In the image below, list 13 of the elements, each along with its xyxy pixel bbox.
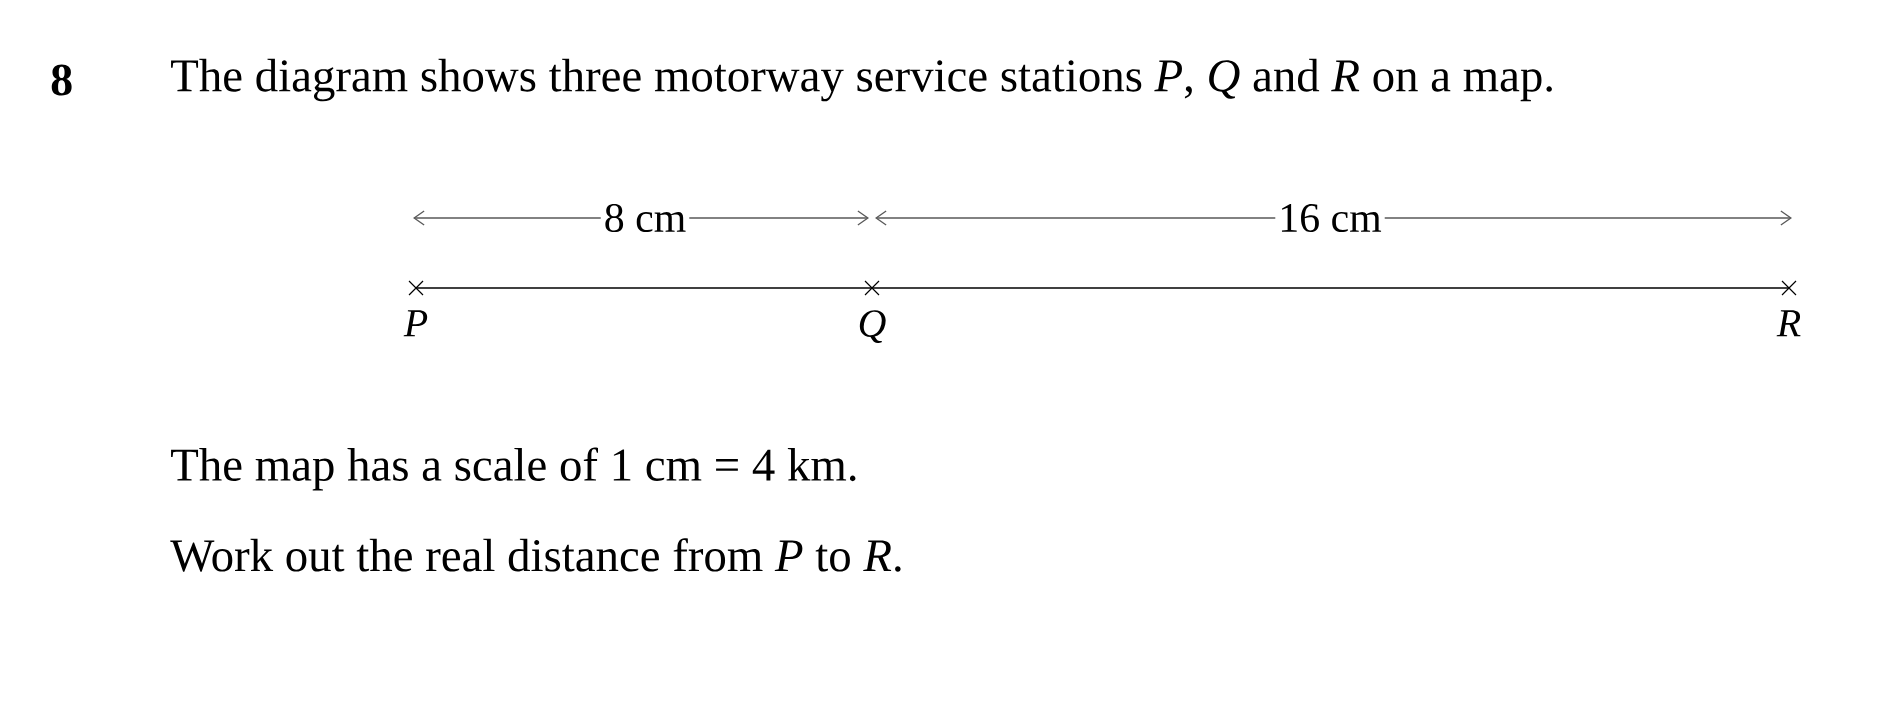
point-label: P bbox=[403, 310, 428, 337]
station-cross bbox=[408, 280, 424, 296]
point-label: R bbox=[1776, 310, 1801, 337]
question-text: The diagram shows three motorway service stations P, Q and R on a map. bbox=[171, 58, 1552, 102]
question-text: The map has a scale of 1 cm = 4 km. bbox=[171, 447, 856, 491]
dimension-label: 16 cm bbox=[1275, 200, 1385, 236]
dimension-label: 8 cm bbox=[600, 200, 690, 236]
question-number: 8 bbox=[51, 64, 72, 96]
station-cross bbox=[1781, 280, 1797, 296]
station-cross bbox=[864, 280, 880, 296]
point-label: Q bbox=[859, 310, 886, 344]
question-text: Work out the real distance from P to R. bbox=[170, 538, 901, 572]
road-line bbox=[415, 287, 1790, 289]
